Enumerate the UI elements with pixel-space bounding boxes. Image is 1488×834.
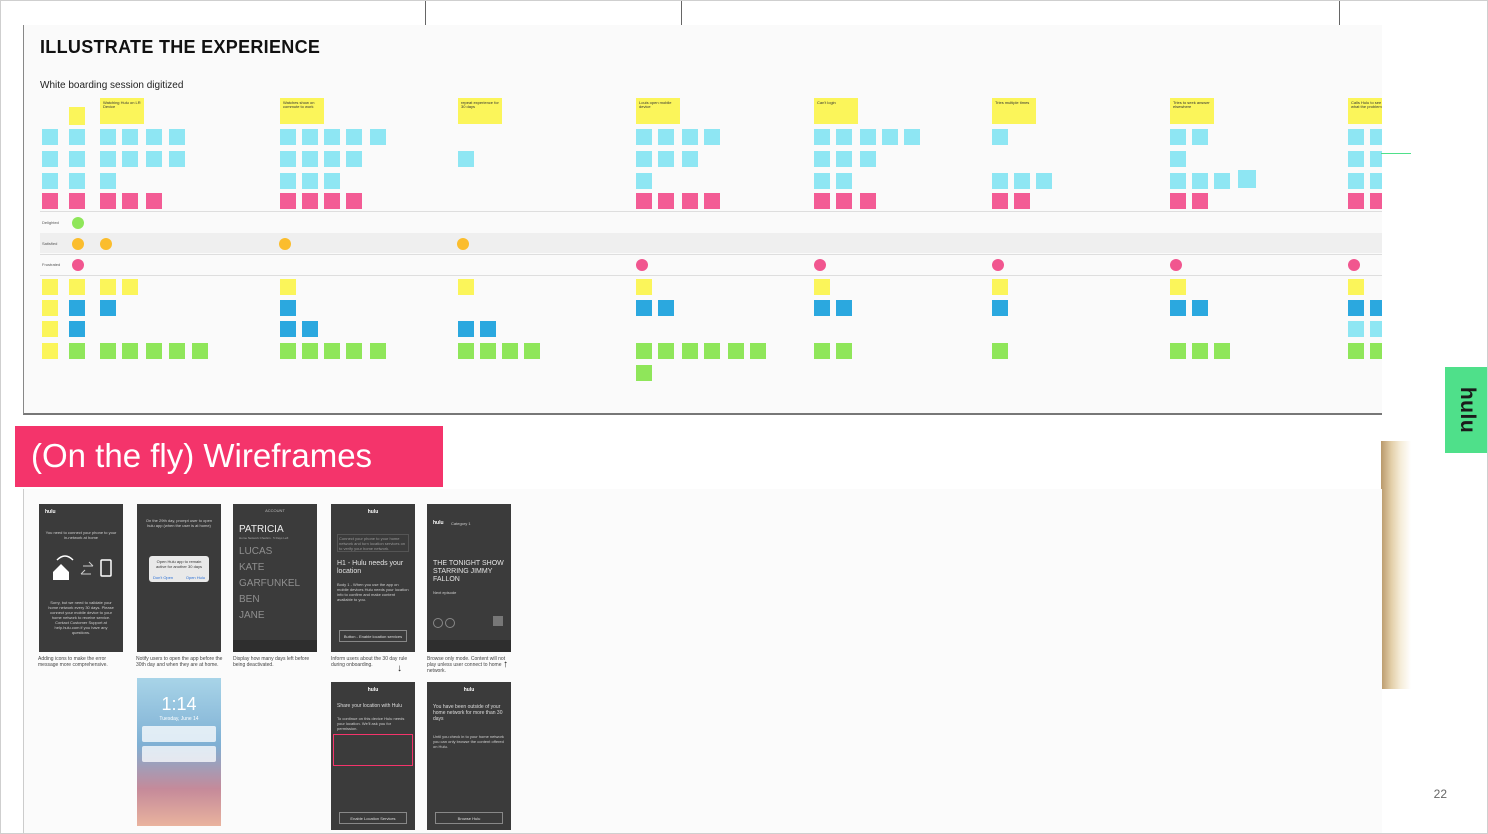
stage-header: Watching Hulu on LR Device <box>100 98 144 124</box>
emotion-dot <box>1348 259 1360 271</box>
wifi-home-phone-icon <box>53 555 112 580</box>
browse-hulu-button[interactable]: Browse Hulu <box>435 812 503 824</box>
divider-line <box>1381 153 1411 154</box>
wireframe-caption: Display how many days left before being … <box>233 656 310 668</box>
stage-header: Tries to seek answer elsewhere <box>1170 98 1214 124</box>
hulu-logo-tab: hulu <box>1445 367 1487 453</box>
enable-location-services-button[interactable]: Enable Location Services <box>339 812 407 824</box>
emotion-dot <box>814 259 826 271</box>
page-number: 22 <box>1433 787 1447 801</box>
dialog-cancel-button[interactable]: Don't Open <box>153 575 174 580</box>
stage-header: Tries multiple times <box>992 98 1036 124</box>
lock-screen-wireframe: 1:14 Tuesday, June 14 <box>137 678 221 826</box>
emotion-dot <box>100 238 112 250</box>
emotion-dot <box>72 238 84 250</box>
wireframe-caption: Browse only mode. Content will not play … <box>427 656 506 674</box>
notification <box>142 726 216 742</box>
stage-header: Louis open mobile device <box>636 98 680 124</box>
stage-header: Can't login <box>814 98 858 124</box>
section-banner: (On the fly) Wireframes <box>15 426 443 487</box>
partial-photo <box>1381 441 1411 689</box>
add-icon[interactable] <box>445 618 455 628</box>
arrow-up-icon: ↑ <box>503 659 508 670</box>
emotion-dot <box>636 259 648 271</box>
emotion-dot <box>279 238 291 250</box>
board-title: ILLUSTRATE THE EXPERIENCE <box>40 37 321 57</box>
wireframe-screen: hulu Category 1 THE TONIGHT SHOW STARRIN… <box>427 504 511 652</box>
top-strip <box>23 1 1381 26</box>
wireframe-screen: hulu Share your location with Hulu To co… <box>331 682 415 830</box>
tab-bar <box>233 640 317 652</box>
emotion-dot <box>72 217 84 229</box>
play-icon[interactable] <box>433 618 443 628</box>
stage-header: Watches show on commute to work <box>280 98 324 124</box>
dialog-box: Open Hulu app to remain active for anoth… <box>149 556 209 582</box>
lane-label-satisfied: Satisfied <box>42 241 58 246</box>
wireframe-caption: Adding icons to make the error message m… <box>38 656 108 668</box>
highlight-box <box>333 734 413 766</box>
wireframe-screen: hulu You need to connect your phone to y… <box>39 504 123 652</box>
wireframes-area <box>23 489 1382 833</box>
wireframe-caption: Inform users about the 30 day rule durin… <box>331 656 408 668</box>
emotion-dot <box>72 259 84 271</box>
sticky-note <box>69 107 85 125</box>
wireframe-screen: hulu You have been outside of your home … <box>427 682 511 830</box>
thumbnail <box>493 616 503 626</box>
enable-location-button[interactable]: Button - Enable location services <box>339 630 407 642</box>
notification <box>142 746 216 762</box>
wireframe-screen: hulu Connect your phone to your home net… <box>331 504 415 652</box>
hulu-logo: hulu <box>1456 386 1479 434</box>
tab-bar <box>427 640 511 652</box>
emotion-dot <box>992 259 1004 271</box>
board-subtitle: White boarding session digitized <box>40 80 184 91</box>
lane-label-delighted: Delighted <box>42 220 59 225</box>
wireframe-caption: Notify users to open the app before the … <box>136 656 223 668</box>
whiteboard-image: ILLUSTRATE THE EXPERIENCE White boarding… <box>23 25 1382 415</box>
emotion-dot <box>457 238 469 250</box>
lane-label-frustrated: Frustrated <box>42 262 61 267</box>
stage-header: repeat experience for 30 days <box>458 98 502 124</box>
wireframe-screen: ACCOUNT PATRICIA Home Network Checkin · … <box>233 504 317 652</box>
emotion-dot <box>1170 259 1182 271</box>
arrow-down-icon: ↓ <box>397 663 402 674</box>
wireframe-screen: On the 29th day, prompt user to open hul… <box>137 504 221 652</box>
dialog-ok-button[interactable]: Open Hulu <box>185 575 205 580</box>
section-banner-label: (On the fly) Wireframes <box>31 437 373 474</box>
stage-header: Calls Hulu to see what the problem is <box>1348 98 1382 124</box>
